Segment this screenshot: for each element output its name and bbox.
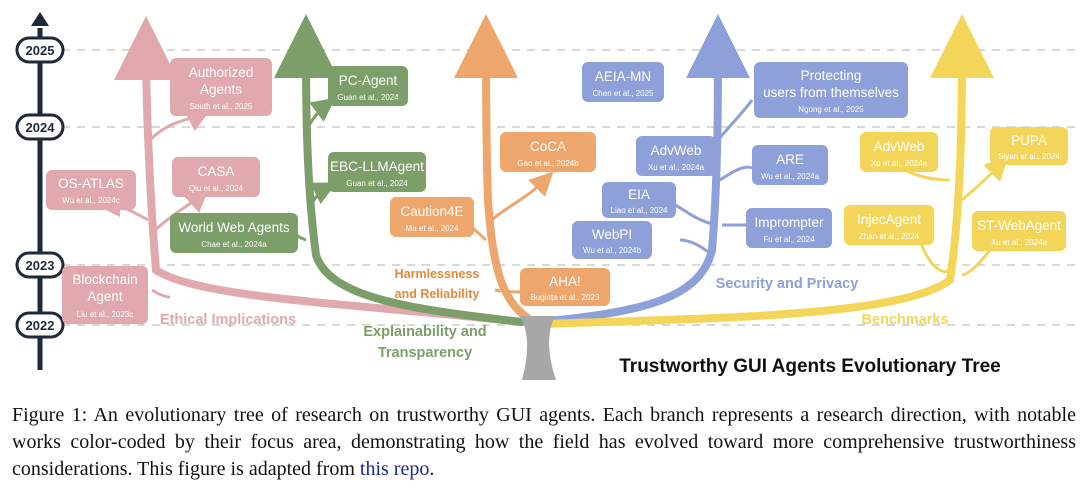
branch-label-bench: Benchmarks [861, 312, 948, 328]
node-protecting: Protecting users from themselves Ngong e… [754, 62, 908, 118]
node-cite: Xu et al., 2024a [991, 238, 1048, 247]
caption-text: Figure 1: An evolutionary tree of resear… [12, 404, 1076, 480]
node-aeia-mn: AEIA-MN Chen et al., 2025 [582, 62, 664, 102]
branch-label-security: Security and Privacy [716, 276, 859, 292]
node-aha: AHA! Bugința et al., 2023 [520, 268, 610, 306]
year-badge-2025: 2025 [15, 36, 65, 64]
node-cite: Gao et al., 2024b [517, 159, 579, 168]
node-title: PUPA [1011, 133, 1047, 148]
node-casa: CASA Qiu et al., 2024 [172, 157, 260, 197]
node-title: Caution4E [400, 204, 463, 219]
node-title: Protecting [801, 68, 862, 83]
node-title: Blockchain [72, 272, 137, 287]
node-cite: Xu et al., 2024a [871, 159, 928, 168]
caption-end: . [429, 458, 435, 480]
node-title: Imprompter [754, 215, 824, 230]
node-title: PC-Agent [339, 73, 398, 88]
node-webpi: WebPI Wu et al., 2024b [572, 221, 652, 259]
node-pupa: PUPA Siyan et al., 2024 [990, 127, 1068, 165]
node-cite: Wu et al., 2024c [62, 196, 120, 205]
node-caution4e: Caution4E Ma et al., 2024 [390, 197, 474, 237]
node-eia: EIA Liao et al., 2024 [602, 182, 676, 218]
year-label: 2025 [26, 43, 55, 58]
node-title: InjecAgent [857, 212, 921, 227]
node-cite: Wu et al., 2024b [583, 246, 642, 255]
node-pc-agent: PC-Agent Guan et al., 2024 [328, 66, 408, 106]
timeline-arrow-icon [31, 12, 49, 26]
branch-label-explain-1: Explainability and [363, 324, 486, 340]
node-title: users from themselves [763, 85, 899, 100]
node-cite: Fu et al., 2024 [763, 235, 815, 244]
year-label: 2022 [26, 318, 55, 333]
node-cite: Siyan et al., 2024 [998, 152, 1060, 161]
node-cite: Chae et al., 2024a [201, 240, 267, 249]
node-title: AHA! [549, 274, 581, 289]
branch-ethical-main [114, 16, 524, 326]
node-cite: Zhan et al., 2024 [859, 232, 920, 241]
tree-canvas: 2025 2024 2023 2022 [15, 12, 1080, 380]
node-cite: Wu et al., 2024a [761, 172, 820, 181]
branch-label-harm-1: Harmlessness [395, 267, 480, 281]
node-cite: Xu et al., 2024a [648, 163, 705, 172]
main-branches [114, 14, 994, 328]
year-label: 2024 [26, 120, 56, 135]
node-coca: CoCA Gao et al., 2024b [500, 132, 596, 172]
year-label: 2023 [26, 258, 55, 273]
node-title: AEIA-MN [595, 69, 651, 84]
node-ebc-llmagent: EBC-LLMAgent Guan et al., 2024 [328, 152, 426, 192]
node-imprompter: Imprompter Fu et al., 2024 [746, 208, 832, 248]
node-authorized: Authorized Agents South et al., 2025 [170, 58, 272, 116]
node-cite: Bugința et al., 2023 [531, 293, 600, 302]
diagram-title: Trustworthy GUI Agents Evolutionary Tree [619, 356, 1000, 377]
branch-label-harm-2: and Reliability [395, 287, 480, 301]
node-blockchain: Blockchain Agent Liu et al., 2023c [62, 266, 148, 324]
branch-label-ethical: Ethical Implications [160, 312, 296, 328]
sub-connectors [96, 97, 1009, 299]
node-cite: Guan et al., 2024 [337, 93, 399, 102]
figure-caption: Figure 1: An evolutionary tree of resear… [12, 402, 1076, 483]
branch-bench-main [541, 14, 994, 328]
branch-security-main [536, 14, 750, 326]
year-badge-2022: 2022 [15, 311, 65, 339]
node-cite: Liao et al., 2024 [611, 206, 668, 215]
timeline-axis: 2025 2024 2023 2022 [15, 12, 65, 370]
node-cite: Liu et al., 2023c [77, 310, 133, 319]
node-cite: South et al., 2025 [190, 102, 253, 111]
branch-label-explain-2: Transparency [378, 345, 472, 361]
tree-trunk [520, 316, 556, 380]
node-cite: Guan et al., 2024 [346, 179, 408, 188]
node-title: Agents [200, 82, 242, 97]
branch-harm-main [454, 14, 532, 322]
node-title: CoCA [530, 139, 566, 154]
branch-explain-main [274, 14, 526, 326]
node-advweb-bench: AdvWeb Xu et al., 2024a [860, 132, 938, 172]
node-title: AdvWeb [651, 143, 702, 158]
node-title: CASA [198, 164, 235, 179]
node-title: EBC-LLMAgent [330, 159, 424, 174]
node-title: ARE [776, 152, 804, 167]
node-title: Authorized [189, 65, 254, 80]
node-title: WebPI [592, 227, 632, 242]
node-title: OS-ATLAS [58, 176, 124, 191]
node-title: ST-WebAgent [977, 218, 1061, 233]
node-cite: Ngong et al., 2025 [798, 105, 864, 114]
node-title: Agent [87, 289, 123, 304]
node-cite: Ma et al., 2024 [406, 224, 459, 233]
node-title: AdvWeb [874, 139, 925, 154]
node-cite: Chen et al., 2025 [593, 89, 654, 98]
node-os-atlas: OS-ATLAS Wu et al., 2024c [46, 170, 136, 210]
node-advweb-security: AdvWeb Xu et al., 2024a [636, 136, 716, 176]
evolutionary-tree-diagram: 2025 2024 2023 2022 [15, 12, 1080, 380]
node-are: ARE Wu et al., 2024a [752, 145, 828, 185]
year-badge-2023: 2023 [15, 251, 65, 279]
node-st-webagent: ST-WebAgent Xu et al., 2024a [972, 211, 1066, 251]
year-badge-2024: 2024 [15, 113, 65, 141]
node-title: EIA [628, 187, 650, 202]
node-world-web-agents: World Web Agents Chae et al., 2024a [170, 213, 298, 253]
node-cite: Qiu et al., 2024 [189, 184, 244, 193]
node-injecagent: InjecAgent Zhan et al., 2024 [844, 205, 934, 245]
year-gridlines [62, 49, 1080, 326]
repo-link[interactable]: this repo [359, 458, 430, 480]
node-title: World Web Agents [178, 220, 290, 235]
